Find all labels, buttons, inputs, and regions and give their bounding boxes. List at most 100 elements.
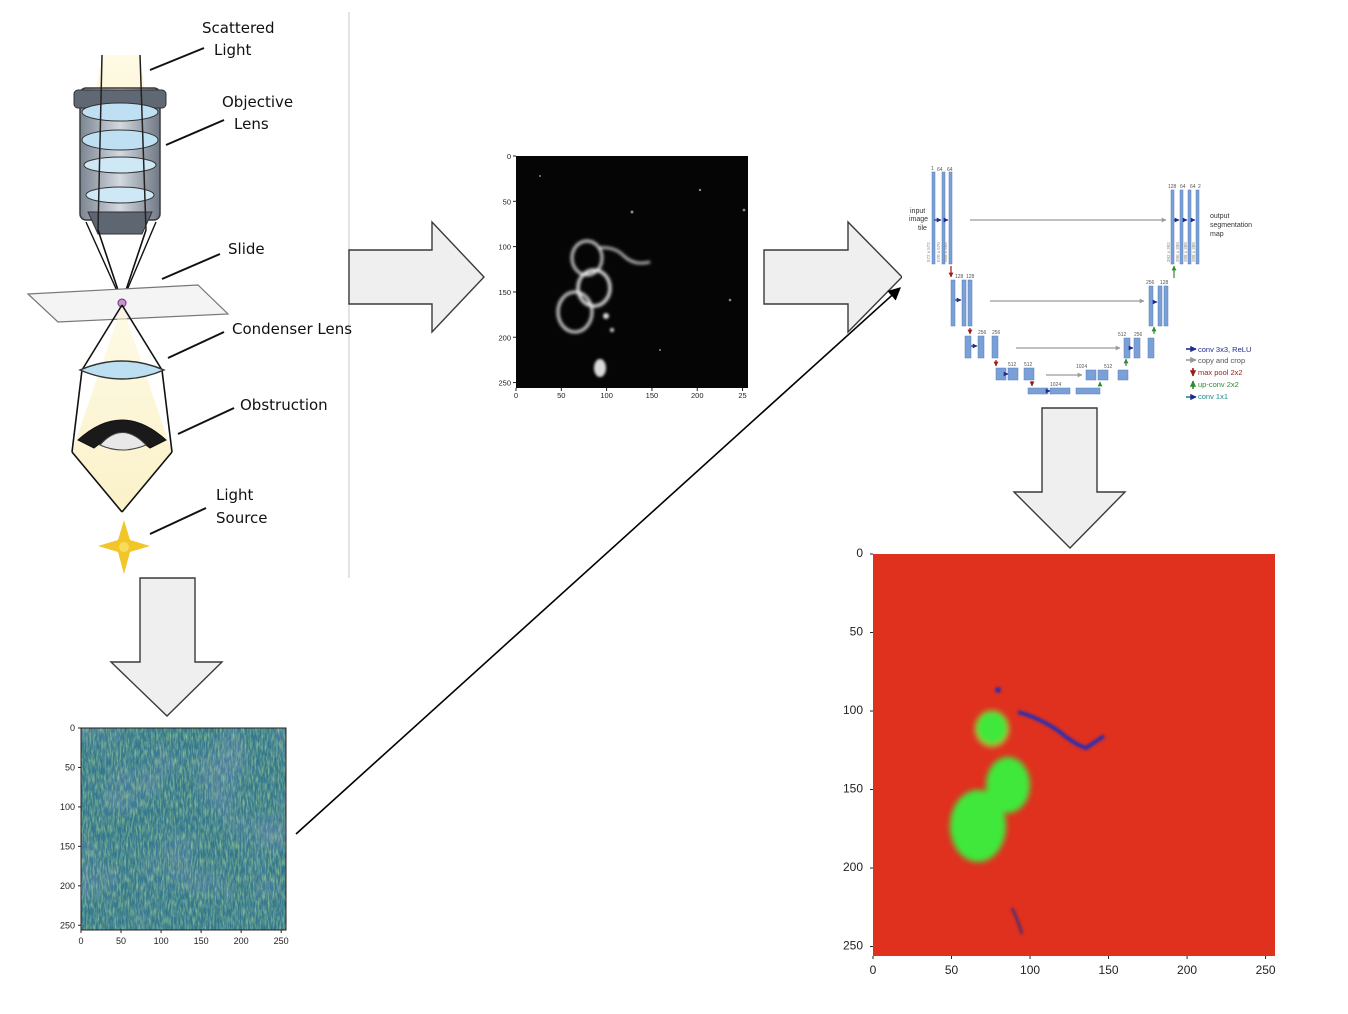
x-tick-label: 50: [945, 963, 959, 977]
unet-l2-left-1: 128: [955, 274, 964, 280]
unet-dim-right-2: 390 x 390: [1175, 242, 1180, 262]
legend-maxpool: max pool 2x2: [1198, 368, 1243, 377]
y-tick-label: 150: [843, 782, 863, 796]
unet-l2-left-2: 128: [966, 274, 975, 280]
unet-l2-right-1: 256: [1146, 280, 1155, 286]
label-objective-1: Objective: [222, 93, 293, 111]
unet-l3-right-2: 256: [1134, 332, 1143, 338]
noise-image-texture: [81, 728, 286, 930]
unet-count-right-3: 64: [1190, 184, 1196, 190]
x-tick-label: 50: [116, 936, 126, 946]
unet-dim-left-3: 568 x 568: [943, 242, 948, 262]
y-tick-label: 100: [60, 802, 75, 812]
y-tick-label: 0: [507, 152, 511, 161]
y-tick-label: 250: [498, 379, 511, 388]
x-tick-label: 200: [691, 391, 704, 400]
slide-plate: [26, 284, 230, 323]
arrow-down-2: [1012, 407, 1127, 549]
label-source-1: Light: [216, 486, 254, 504]
x-tick-label: 100: [1020, 963, 1040, 977]
unet-l3-left-2: 256: [992, 330, 1001, 336]
arrow-right-1: [348, 220, 485, 334]
x-tick-label: 150: [646, 391, 659, 400]
unet-count-top-1: 1: [931, 166, 934, 172]
x-tick-label: 50: [557, 391, 565, 400]
legend-conv: conv 3x3, ReLU: [1198, 345, 1251, 354]
legend-copy: copy and crop: [1198, 356, 1245, 365]
unet-l3-right-1: 512: [1118, 332, 1127, 338]
microscope-illustration: Scattered Light Objective Lens Slide Con…: [26, 12, 352, 578]
unet-count-right-2: 64: [1180, 184, 1186, 190]
x-tick-label: 250: [274, 936, 289, 946]
unet-l4-right-2: 512: [1104, 364, 1113, 370]
condenser-lens-shape: [78, 360, 166, 380]
y-tick-label: 50: [850, 625, 864, 639]
x-tick-label: 0: [870, 963, 877, 977]
light-source-star-icon: [98, 520, 150, 574]
segmented-filament: [995, 687, 1106, 935]
unet-l3-left-1: 256: [978, 330, 987, 336]
x-tick-label: 150: [194, 936, 209, 946]
y-tick-label: 50: [65, 762, 75, 772]
unet-dim-right-4: 388 x 388: [1191, 242, 1196, 262]
microscopy-image: [516, 156, 748, 388]
y-tick-label: 150: [60, 841, 75, 851]
unet-count-right-1: 128: [1168, 184, 1177, 190]
arrow-right-2: [763, 220, 903, 334]
x-tick-label: 0: [78, 936, 83, 946]
x-tick-label: 25: [738, 391, 746, 400]
legend-conv1x1: conv 1x1: [1198, 392, 1228, 401]
x-tick-label: 150: [1099, 963, 1119, 977]
unet-architecture: input image tile output segmentation map: [902, 166, 1262, 406]
unet-input-label-2: image: [909, 216, 928, 223]
y-tick-label: 100: [843, 703, 863, 717]
unet-input-label-3: tile: [918, 225, 927, 232]
x-tick-label: 200: [234, 936, 249, 946]
y-tick-label: 200: [60, 881, 75, 891]
legend-upconv: up-conv 2x2: [1198, 380, 1239, 389]
segmented-cells: [950, 710, 1030, 862]
unet-dim-left-2: 570 x 570: [936, 242, 941, 262]
unet-output-label-1: output: [1210, 213, 1230, 220]
label-source-2: Source: [216, 509, 268, 527]
block-arrows: [109, 220, 1127, 717]
label-scattered-2: Light: [214, 41, 252, 59]
y-tick-label: 250: [843, 939, 863, 953]
y-tick-label: 200: [843, 860, 863, 874]
x-tick-label: 200: [1177, 963, 1197, 977]
unet-input-label-1: input: [910, 208, 925, 215]
unet-l4-left-2: 512: [1024, 362, 1033, 368]
label-objective-2: Lens: [234, 115, 269, 133]
unet-count-top-3: 64: [947, 167, 953, 173]
x-tick-label: 100: [600, 391, 613, 400]
y-tick-label: 200: [498, 333, 511, 342]
arrow-down-1: [109, 577, 224, 717]
x-tick-label: 100: [154, 936, 169, 946]
unet-blocks: [931, 171, 1200, 395]
unet-count-right-4: 2: [1198, 184, 1201, 190]
label-slide: Slide: [228, 240, 265, 258]
segmentation-image: [873, 554, 1275, 956]
y-tick-label: 0: [70, 723, 75, 733]
y-tick-label: 100: [498, 243, 511, 252]
unet-output-label-3: map: [1210, 231, 1224, 238]
x-tick-label: 0: [514, 391, 518, 400]
x-tick-label: 250: [1256, 963, 1276, 977]
obstruction-disk: [99, 432, 147, 451]
y-tick-label: 250: [60, 920, 75, 930]
label-scattered-1: Scattered: [202, 19, 275, 37]
unet-count-top-2: 64: [937, 167, 943, 173]
unet-bottom-count: 1024: [1050, 382, 1061, 388]
unet-l4-left-1: 512: [1008, 362, 1017, 368]
label-condenser: Condenser Lens: [232, 320, 352, 338]
unet-l2-right-2: 128: [1160, 280, 1169, 286]
label-obstruction: Obstruction: [240, 396, 328, 414]
cell-outlines: [556, 239, 651, 334]
y-tick-label: 50: [503, 197, 511, 206]
unet-dim-right-3: 388 x 388: [1183, 242, 1188, 262]
unet-legend: conv 3x3, ReLU copy and crop max pool 2x…: [1186, 345, 1251, 401]
